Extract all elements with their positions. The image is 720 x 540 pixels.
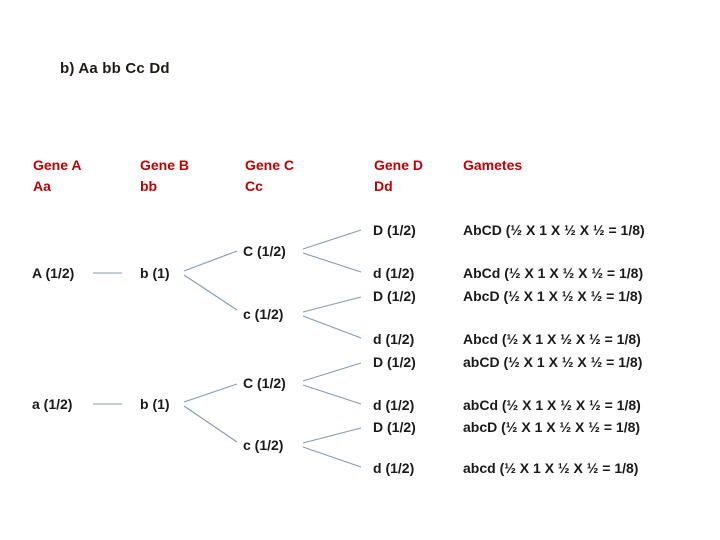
branch-line <box>183 250 238 272</box>
branch-line <box>183 405 238 443</box>
gene-a-genotype: Aa <box>33 178 51 194</box>
branch-line <box>302 362 362 382</box>
allele-b-lower: b (1) <box>140 396 170 412</box>
gamete-abCd: abCd (½ X 1 X ½ X ½ = 1/8) <box>463 397 641 413</box>
allele-C-1: C (1/2) <box>243 243 286 259</box>
column-header-gametes: Gametes <box>463 155 522 176</box>
gametes-header-label: Gametes <box>463 157 523 173</box>
branch-line <box>183 383 238 403</box>
slide-title: b) Aa bb Cc Dd <box>60 60 170 77</box>
column-header-gene-b: Gene B bb <box>140 155 189 197</box>
allele-D-1: D (1/2) <box>373 222 416 238</box>
allele-d-2: d (1/2) <box>373 265 415 281</box>
allele-b-upper: b (1) <box>140 265 170 281</box>
gamete-AbCd: AbCd (½ X 1 X ½ X ½ = 1/8) <box>463 265 644 281</box>
column-header-gene-a: Gene A Aa <box>33 155 82 197</box>
branch-line <box>302 296 362 313</box>
gene-c-header-label: Gene C <box>245 157 295 173</box>
gene-b-header-label: Gene B <box>140 157 190 173</box>
allele-d-6: d (1/2) <box>373 397 415 413</box>
gene-b-genotype: bb <box>140 178 158 194</box>
branch-line <box>302 229 362 250</box>
allele-D-3: D (1/2) <box>373 288 416 304</box>
gamete-abcD: abcD (½ X 1 X ½ X ½ = 1/8) <box>463 419 641 435</box>
allele-A: A (1/2) <box>32 265 75 281</box>
gamete-Abcd: Abcd (½ X 1 X ½ X ½ = 1/8) <box>463 331 641 347</box>
gamete-AbcD: AbcD (½ X 1 X ½ X ½ = 1/8) <box>463 288 643 304</box>
allele-d-8: d (1/2) <box>373 460 415 476</box>
gamete-abcd: abcd (½ X 1 X ½ X ½ = 1/8) <box>463 460 639 476</box>
allele-C-2: C (1/2) <box>243 375 286 391</box>
branch-line <box>302 427 362 444</box>
gamete-abCD: abCD (½ X 1 X ½ X ½ = 1/8) <box>463 354 643 370</box>
branch-line <box>302 252 362 273</box>
allele-c-1: c (1/2) <box>243 306 284 322</box>
column-header-gene-d: Gene D Dd <box>374 155 423 197</box>
branch-line <box>302 384 362 405</box>
branch-line <box>302 315 362 339</box>
allele-D-7: D (1/2) <box>373 419 416 435</box>
gene-d-genotype: Dd <box>374 178 393 194</box>
allele-a: a (1/2) <box>32 396 73 412</box>
branch-line <box>183 274 238 311</box>
gene-c-genotype: Cc <box>245 178 263 194</box>
gene-a-header-label: Gene A <box>33 157 82 173</box>
allele-d-4: d (1/2) <box>373 331 415 347</box>
gene-d-header-label: Gene D <box>374 157 424 173</box>
allele-D-5: D (1/2) <box>373 354 416 370</box>
branch-line <box>302 446 362 468</box>
gamete-AbCD: AbCD (½ X 1 X ½ X ½ = 1/8) <box>463 222 645 238</box>
allele-c-2: c (1/2) <box>243 437 284 453</box>
column-header-gene-c: Gene C Cc <box>245 155 294 197</box>
